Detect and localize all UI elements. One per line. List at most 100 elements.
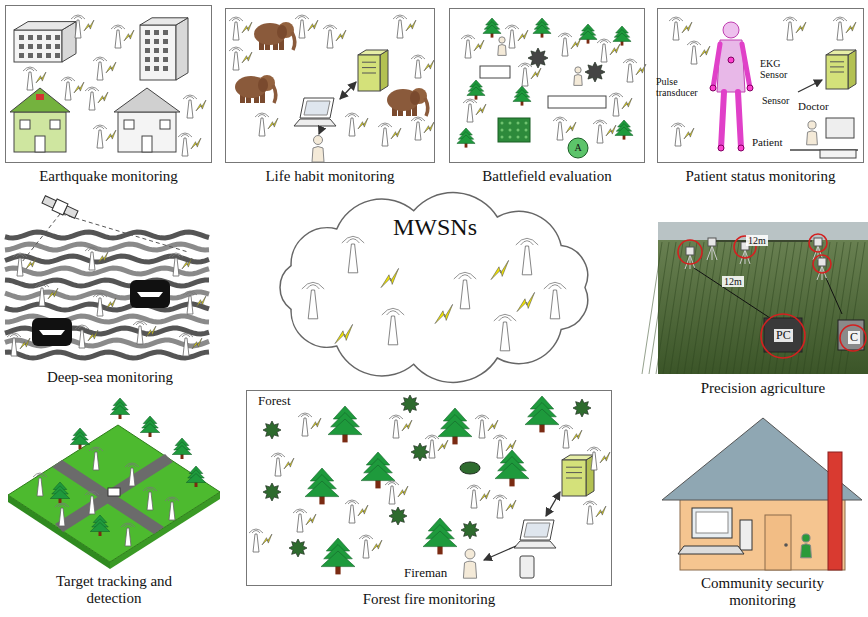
sensor-node xyxy=(590,449,598,452)
person xyxy=(801,534,812,558)
battlefield-scene xyxy=(517,136,520,139)
alarm xyxy=(36,94,44,100)
sensor-node xyxy=(27,72,33,90)
sensor-node xyxy=(393,420,399,438)
sensor-node xyxy=(93,57,107,61)
sensor-node xyxy=(178,133,201,156)
monitor xyxy=(692,508,732,538)
server xyxy=(826,50,856,89)
sensor-node xyxy=(137,326,143,344)
sensor-node xyxy=(378,123,401,146)
sensor-node xyxy=(597,39,611,43)
highlight-circle xyxy=(809,234,827,252)
laptop xyxy=(294,119,336,126)
burning-bush xyxy=(401,395,419,413)
sensor-node xyxy=(79,330,85,348)
sensor-node xyxy=(429,440,435,458)
server xyxy=(830,72,844,73)
sensor-node xyxy=(411,55,425,59)
sensor-node xyxy=(327,30,333,48)
sensor-node xyxy=(500,322,510,351)
tank xyxy=(548,96,606,108)
sensor-node xyxy=(493,435,516,458)
signal-bolt xyxy=(391,128,401,139)
sensor-node xyxy=(411,117,434,140)
house xyxy=(160,120,170,129)
body-sensor xyxy=(710,85,716,91)
sensor-node xyxy=(93,293,107,297)
sensor-node xyxy=(293,509,316,532)
sensor-node xyxy=(393,15,416,38)
sensor-station xyxy=(686,247,694,255)
callout-label: A xyxy=(572,142,584,153)
sensor-node xyxy=(415,60,421,78)
sensor-node xyxy=(58,505,66,508)
server xyxy=(826,50,856,55)
sensor-node xyxy=(497,440,503,458)
person xyxy=(498,37,506,56)
sensor-node xyxy=(674,125,682,128)
dimension-line xyxy=(694,268,770,318)
sensor-node xyxy=(187,296,193,314)
sensor-node xyxy=(36,475,44,478)
sensor-node xyxy=(428,437,436,440)
sensor-node xyxy=(93,452,99,470)
sensor-node xyxy=(385,481,408,504)
submarine xyxy=(39,330,65,335)
sensor-node xyxy=(597,125,603,143)
sensor-node xyxy=(38,285,46,288)
building xyxy=(55,35,60,40)
building xyxy=(28,44,33,49)
tree xyxy=(70,428,90,449)
building xyxy=(154,66,159,71)
building xyxy=(140,25,176,80)
sensor-node xyxy=(85,491,99,495)
signal-bolt xyxy=(26,258,36,269)
sensor-node xyxy=(275,458,281,476)
sensor-node xyxy=(111,25,134,48)
sensor-node xyxy=(17,258,23,276)
sensor-node xyxy=(302,282,324,289)
house xyxy=(20,120,30,129)
field-photo xyxy=(658,222,868,374)
tree xyxy=(90,515,110,536)
sensor-node xyxy=(133,321,156,344)
sensor-station xyxy=(817,258,827,280)
sensor-node xyxy=(65,82,71,100)
network-label: MWSNs xyxy=(265,214,605,240)
sensor-node xyxy=(183,95,197,99)
sensor-node xyxy=(249,529,263,533)
sensor-node xyxy=(382,308,404,345)
sensor-node xyxy=(836,19,844,22)
callout-label: EKG Sensor xyxy=(760,58,796,80)
sensor-node xyxy=(232,49,240,52)
sensor-station xyxy=(685,255,690,269)
laptop xyxy=(514,541,556,548)
sensor-node xyxy=(187,100,193,118)
building xyxy=(145,39,150,44)
sensor-node xyxy=(39,288,45,306)
elephant xyxy=(292,32,295,50)
sensor-node xyxy=(255,113,269,117)
sensor-node xyxy=(786,19,794,22)
chimney xyxy=(828,452,842,570)
sensor-node xyxy=(181,135,189,138)
sensor-node xyxy=(302,418,308,436)
sensor-node xyxy=(182,138,188,156)
sensor-node xyxy=(467,104,473,122)
sensor-node xyxy=(298,413,321,436)
battlefield-scene xyxy=(517,122,520,125)
signal-bolt xyxy=(336,30,346,41)
sensor-station xyxy=(712,246,717,260)
patient-leg xyxy=(721,92,724,148)
sensor-node xyxy=(553,117,567,121)
building xyxy=(37,53,42,58)
house xyxy=(10,88,70,112)
sensor-node xyxy=(293,509,307,513)
laptop xyxy=(524,523,550,537)
sensor-node xyxy=(169,502,175,520)
signal-bolt xyxy=(424,60,434,71)
person xyxy=(463,561,476,578)
body-sensor xyxy=(738,145,744,151)
signal-bolt xyxy=(517,292,535,311)
